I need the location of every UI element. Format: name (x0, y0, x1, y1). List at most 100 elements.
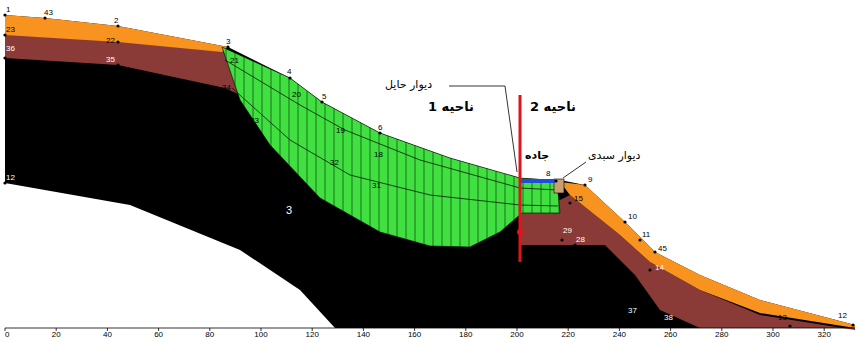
slice-line (478, 40, 479, 260)
slice-line (370, 40, 371, 260)
axis-number: 200 (510, 331, 523, 340)
point-number: 38 (664, 314, 673, 323)
axis-line (5, 328, 855, 329)
point-number: 35 (106, 56, 115, 65)
slice-line (460, 40, 461, 260)
point-number: 21 (230, 57, 239, 66)
slice-line (388, 40, 389, 260)
layer-line (232, 88, 558, 206)
brown-layer-left (5, 33, 260, 104)
point-number: 10 (628, 213, 637, 222)
point-number: 11 (642, 231, 650, 240)
slice-line (316, 40, 317, 260)
slice-line (487, 40, 488, 260)
slice-lines (226, 40, 559, 260)
point-number: 4 (287, 68, 291, 77)
axis-number: 100 (254, 331, 267, 340)
point-number: 3 (226, 38, 230, 47)
slice-line (226, 40, 227, 260)
slice-line (325, 40, 326, 260)
slice-line (505, 40, 506, 260)
orange-layer-right (560, 182, 855, 328)
point-number: 31 (372, 182, 381, 191)
layer-line (225, 60, 558, 190)
axis-number: 300 (766, 331, 779, 340)
vertex-dots (3, 13, 854, 327)
point-number: 5 (322, 93, 326, 102)
slice-line (451, 40, 452, 260)
callout-label: جاده (525, 150, 549, 162)
axis-number: 0 (5, 331, 9, 340)
slice-line (298, 40, 299, 260)
slice-line (406, 40, 407, 260)
point-number: 22 (106, 37, 115, 46)
point-number: 33 (250, 117, 259, 126)
axis-number: 20 (52, 331, 61, 340)
zone-label: ناحیه 1 (428, 100, 474, 114)
axis-number: 180 (459, 331, 472, 340)
gabion-wall (554, 179, 564, 193)
point-number: 6 (378, 124, 382, 133)
axis-number: 40 (103, 331, 112, 340)
slice-line (559, 40, 560, 260)
point-number: 9 (588, 176, 592, 185)
point-number: 43 (44, 9, 53, 18)
point-number: 23 (6, 26, 15, 35)
slice-line (523, 40, 524, 260)
point-number: 12 (838, 312, 847, 321)
bedrock (5, 15, 855, 328)
point-number: 34 (222, 84, 231, 93)
slice-line (253, 40, 254, 260)
slice-line (550, 40, 551, 260)
point-number: 1 (6, 6, 10, 15)
axis-number: 280 (715, 331, 728, 340)
lower-layer (5, 183, 335, 328)
slice-line (352, 40, 353, 260)
axis-number: 120 (306, 331, 319, 340)
slice-line (244, 40, 245, 260)
point-number: 3 (286, 204, 292, 216)
point-number: 28 (576, 236, 585, 245)
point-number: 15 (574, 195, 583, 204)
axis-number: 60 (154, 331, 163, 340)
slice-line (334, 40, 335, 260)
point-number: 19 (336, 127, 345, 136)
point-number: 36 (6, 45, 15, 54)
slice-line (433, 40, 434, 260)
slice-line (415, 40, 416, 260)
point-number: 14 (655, 264, 664, 273)
point-number: 29 (563, 227, 572, 236)
callout-label: دیوار حایل (385, 79, 432, 91)
slice-line (271, 40, 272, 260)
anchor-dot (517, 229, 523, 235)
slip-mass (222, 47, 560, 247)
axis-number: 260 (664, 331, 677, 340)
zone-label: ناحیه 2 (530, 100, 576, 114)
brown-layer-right (520, 195, 855, 330)
axis-number: 320 (818, 331, 831, 340)
point-number: 45 (658, 245, 667, 254)
slice-line (235, 40, 236, 260)
slice-line (343, 40, 344, 260)
road (521, 179, 555, 183)
axis-number: 160 (408, 331, 421, 340)
slice-line (379, 40, 380, 260)
axis-number: 140 (357, 331, 370, 340)
leader-line (449, 86, 517, 172)
retaining-wall (519, 95, 522, 262)
axis-number: 220 (562, 331, 575, 340)
point-number: 20 (292, 91, 301, 100)
slice-line (361, 40, 362, 260)
point-number: 13 (778, 314, 787, 323)
slice-line (397, 40, 398, 260)
axis-number: 80 (205, 331, 214, 340)
orange-layer-left (5, 15, 228, 52)
point-number: 37 (628, 307, 637, 316)
point-number: 32 (330, 159, 339, 168)
point-number: 2 (114, 17, 118, 26)
slice-line (496, 40, 497, 260)
slice-line (424, 40, 425, 260)
slice-line (442, 40, 443, 260)
